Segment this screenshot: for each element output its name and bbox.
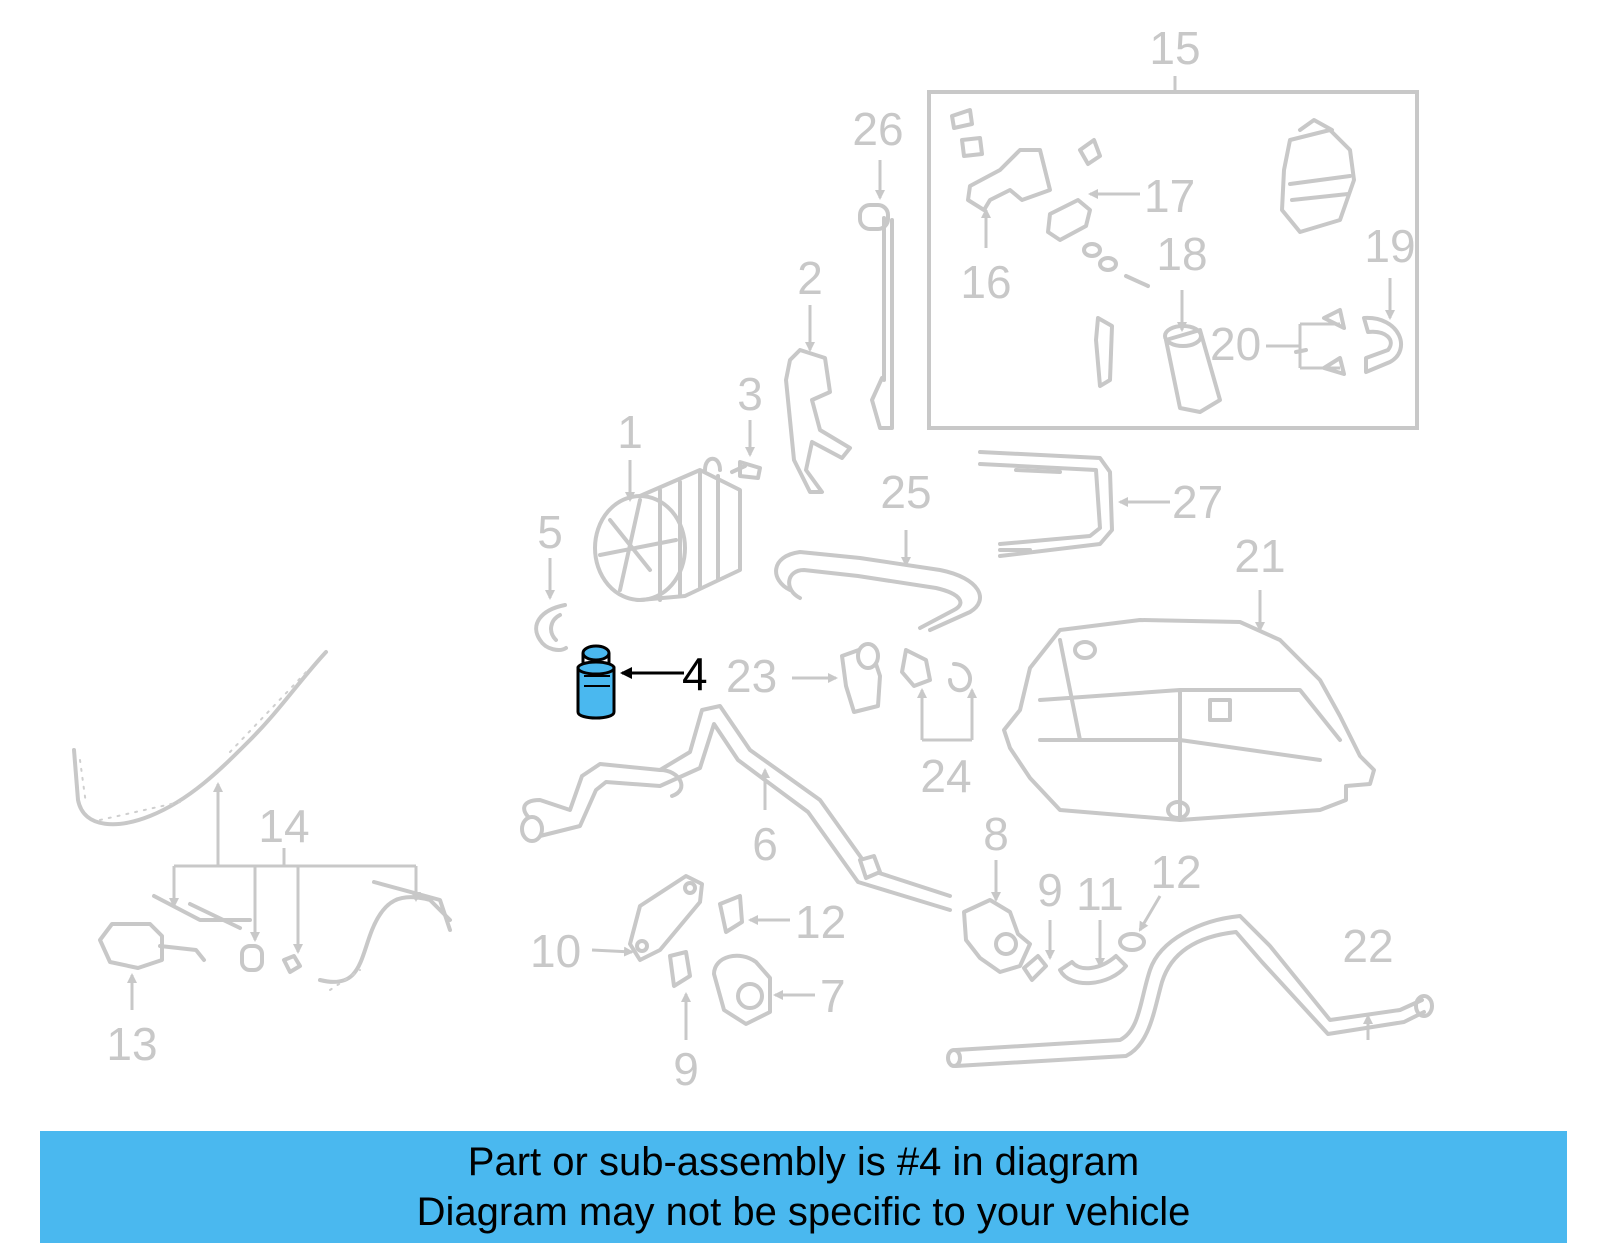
part-12-gasket-left	[718, 894, 744, 934]
callout-10: 10	[530, 925, 581, 977]
part-9-gasket-left	[668, 950, 692, 988]
info-banner: Part or sub-assembly is #4 in diagram Di…	[40, 1131, 1567, 1243]
callout-11: 11	[1076, 868, 1124, 920]
callout-16: 16	[960, 256, 1011, 308]
part-group-15-box	[927, 76, 1419, 430]
part-6-pipe	[520, 704, 952, 912]
callout-22: 22	[1342, 920, 1393, 972]
callout-26: 26	[852, 103, 903, 155]
callout-21: 21	[1234, 530, 1285, 582]
callout-9-left: 9	[673, 1043, 699, 1095]
callout-15: 15	[1149, 22, 1200, 74]
part-3-bolt	[730, 460, 762, 480]
part-7-fitting	[712, 953, 772, 1026]
part-22-pipe	[946, 914, 1434, 1068]
part-13-valve	[98, 922, 302, 974]
callout-20: 20	[1210, 318, 1261, 370]
callout-labels: 1 2 3 4 5 6 7 8 9 9 10 11 12 12 13 14 15…	[106, 22, 1415, 1095]
part-16-bracket	[950, 108, 1052, 212]
callout-27: 27	[1172, 476, 1223, 528]
banner-line-part-number: Part or sub-assembly is #4 in diagram	[467, 1140, 1140, 1184]
part-20-hose	[1294, 308, 1403, 376]
part-23-sleeve	[840, 642, 882, 714]
callout-12-left: 12	[795, 896, 846, 948]
callout-17: 17	[1144, 170, 1195, 222]
leader-lines	[127, 160, 1395, 1040]
banner-line-disclaimer: Diagram may not be specific to your vehi…	[416, 1190, 1191, 1234]
callout-25: 25	[880, 466, 931, 518]
callout-6: 6	[752, 818, 778, 870]
part-19-valve	[1280, 118, 1356, 234]
callout-2: 2	[797, 252, 823, 304]
callout-14: 14	[258, 800, 309, 852]
part-27-line	[978, 450, 1114, 558]
part-5-clamp	[534, 603, 568, 652]
part-8-valve	[962, 898, 1032, 974]
callout-3: 3	[737, 368, 763, 420]
part-12-oring-right	[1118, 932, 1146, 952]
part-11-hose	[1058, 954, 1128, 985]
part-26-rod	[858, 203, 894, 430]
part-24-clamps	[900, 648, 973, 693]
part-10-plate	[628, 874, 704, 962]
part-25-hose	[774, 550, 982, 632]
callout-18: 18	[1156, 228, 1207, 280]
callout-8: 8	[983, 808, 1009, 860]
callout-7: 7	[820, 970, 846, 1022]
part-18-filter	[1082, 242, 1222, 414]
callout-24: 24	[920, 750, 971, 802]
callout-4: 4	[682, 648, 708, 700]
callout-1: 1	[617, 406, 643, 458]
part-9-oring-right	[1022, 954, 1048, 982]
callout-13: 13	[106, 1018, 157, 1070]
callout-23: 23	[726, 650, 777, 702]
part-17-clip	[1046, 138, 1102, 242]
callout-9-right: 9	[1037, 864, 1063, 916]
part-1-air-pump	[593, 456, 742, 602]
callout-19: 19	[1364, 220, 1415, 272]
part-4-highlighted	[576, 644, 616, 720]
part-21-tank	[1002, 618, 1376, 822]
callout-5: 5	[537, 506, 563, 558]
part-2-bracket	[784, 348, 852, 494]
callout-12-right: 12	[1150, 846, 1201, 898]
